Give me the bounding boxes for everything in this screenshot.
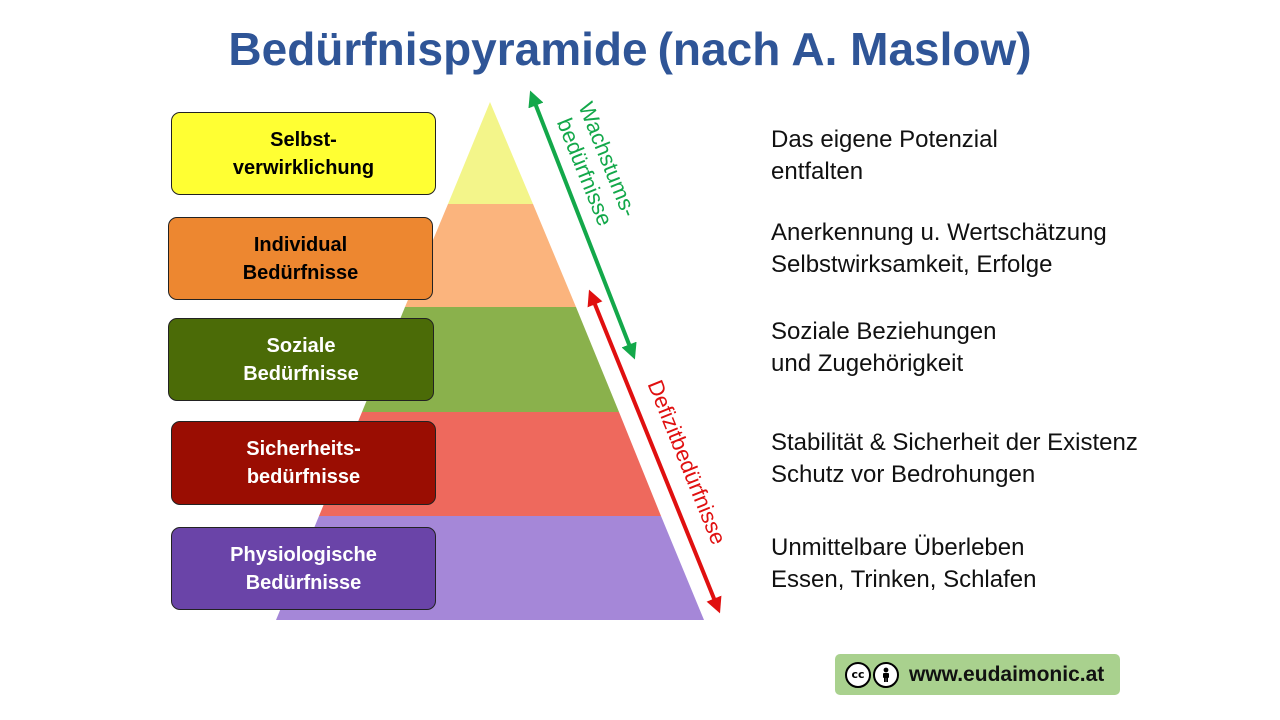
page-title: Bedürfnispyramide(nach A. Maslow) [0,22,1260,76]
deficit-needs-arrow [587,289,722,614]
description-line2: Essen, Trinken, Schlafen [771,566,1037,593]
pyramid-layer-self-actualization [448,102,533,204]
description-line1: Unmittelbare Überleben [771,534,1025,561]
description-line1: Anerkennung u. Wertschätzung [771,219,1107,246]
level-box-safety: Sicherheits-bedürfnisse [171,421,436,505]
footer-license-badge[interactable]: cc www.eudaimonic.at [835,654,1120,695]
description-esteem: Anerkennung u. Wertschätzung Selbstwirks… [771,217,1107,281]
level-label-line1: Physiologische [230,543,377,566]
description-line2: Schutz vor Bedrohungen [771,461,1036,488]
title-main: Bedürfnispyramide [228,23,648,75]
level-box-self-actualization: Selbst-verwirklichung [171,112,436,195]
level-label-line2: Bedürfnisse [242,261,359,284]
description-line1: Das eigene Potenzial [771,126,998,153]
level-label-line2: Bedürfnisse [245,571,362,594]
level-label-line1: Sicherheits- [246,438,361,460]
level-label-line1: Selbst- [270,128,337,151]
description-line1: Stabilität & Sicherheit der Existenz [771,429,1138,456]
description-line2: Selbstwirksamkeit, Erfolge [771,251,1053,278]
growth-needs-label: Wachstums- bedürfnisse [549,98,644,235]
level-label-line1: Individual [253,233,348,256]
cc-icon: cc [845,661,871,688]
level-label-line1: Soziale [266,334,336,357]
description-physiological: Unmittelbare Überleben Essen, Trinken, S… [771,532,1036,596]
description-social: Soziale Beziehungen und Zugehörigkeit [771,316,997,380]
description-safety: Stabilität & Sicherheit der Existenz Sch… [771,427,1138,491]
title-sub: (nach A. Maslow) [657,23,1032,75]
level-label-line2: verwirklichung [232,156,375,179]
description-line2: und Zugehörigkeit [771,350,964,377]
by-person-icon [873,661,899,688]
footer-url-link[interactable]: www.eudaimonic.at [909,662,1105,686]
level-label-line2: Bedürfnisse [243,362,359,385]
level-label-line2: bedürfnisse [246,466,361,488]
description-line2: entfalten [771,158,864,185]
description-self-actualization: Das eigene Potenzial entfalten [771,124,998,188]
description-line1: Soziale Beziehungen [771,318,997,345]
